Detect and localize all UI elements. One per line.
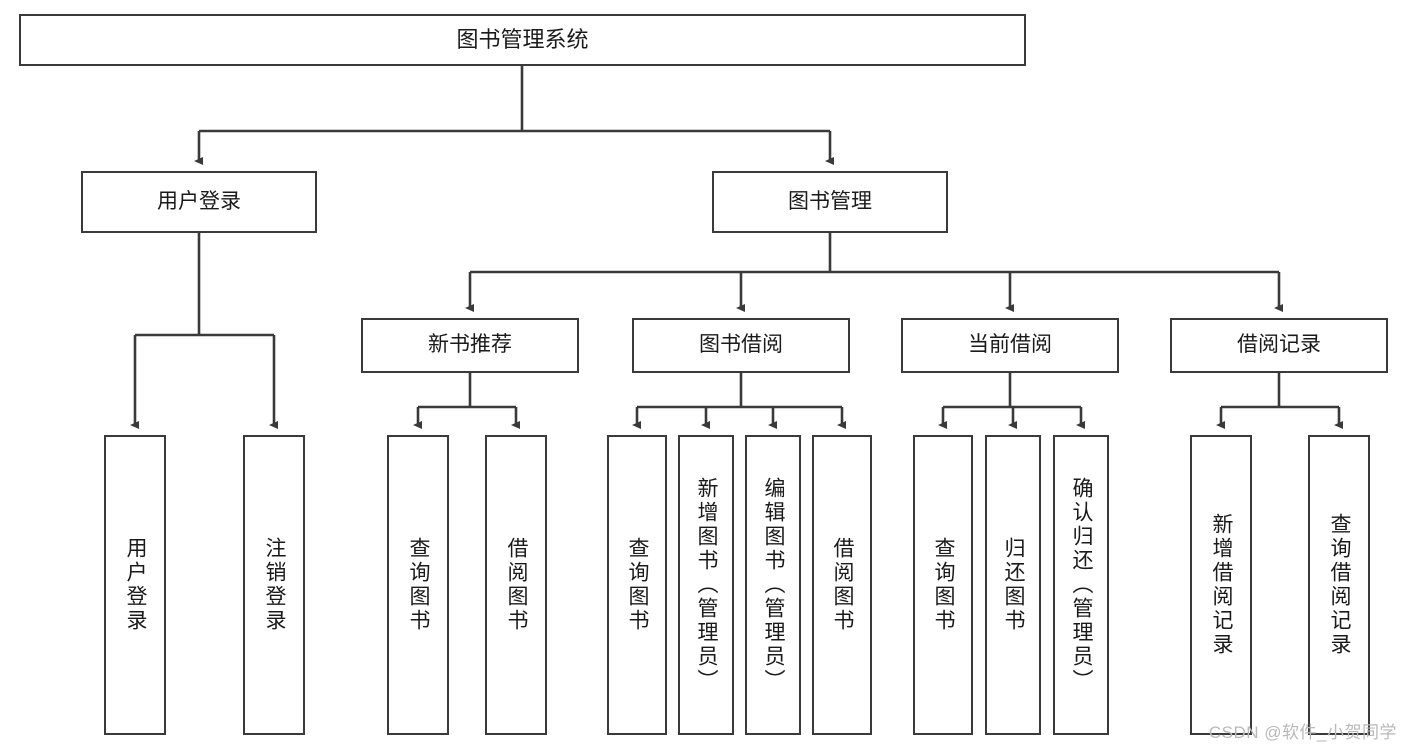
node-book-borrow-label: 图书借阅 xyxy=(699,333,783,357)
leaf-borrow-book[interactable]: 借阅图书 xyxy=(812,435,872,735)
leaf-return-book-label: 归还图书 xyxy=(1002,537,1026,633)
node-user-login-label: 用户登录 xyxy=(157,189,241,213)
node-current-borrow[interactable]: 当前借阅 xyxy=(901,318,1119,373)
csdn-watermark: CSDN @软件_小贺同学 xyxy=(1208,723,1397,742)
leaf-query-borrow-record[interactable]: 查询借阅记录 xyxy=(1308,435,1370,735)
node-new-book-recommend-label: 新书推荐 xyxy=(428,333,512,357)
leaf-add-borrow-record[interactable]: 新增借阅记录 xyxy=(1190,435,1252,735)
node-root[interactable]: 图书管理系统 xyxy=(19,14,1026,66)
leaf-edit-book-label: 编辑图书（管理员） xyxy=(762,477,786,693)
leaf-query-borrow-record-label: 查询借阅记录 xyxy=(1328,513,1352,657)
leaf-confirm-return-label: 确认归还（管理员） xyxy=(1070,477,1094,693)
node-current-borrow-label: 当前借阅 xyxy=(968,333,1052,357)
node-book-borrow[interactable]: 图书借阅 xyxy=(632,318,850,373)
leaf-add-borrow-record-label: 新增借阅记录 xyxy=(1210,513,1234,657)
leaf-edit-book[interactable]: 编辑图书（管理员） xyxy=(745,435,801,735)
leaf-query-book-current-label: 查询图书 xyxy=(932,537,956,633)
leaf-add-book[interactable]: 新增图书（管理员） xyxy=(678,435,734,735)
leaf-query-book-borrow-label: 查询图书 xyxy=(626,537,650,633)
leaf-query-book-borrow[interactable]: 查询图书 xyxy=(607,435,667,735)
leaf-logout-label: 注销登录 xyxy=(263,537,287,633)
leaf-user-login-label: 用户登录 xyxy=(124,537,148,633)
leaf-confirm-return[interactable]: 确认归还（管理员） xyxy=(1053,435,1109,735)
leaf-logout[interactable]: 注销登录 xyxy=(243,435,305,735)
node-book-manage-label: 图书管理 xyxy=(788,189,872,213)
leaf-return-book[interactable]: 归还图书 xyxy=(985,435,1041,735)
leaf-user-login[interactable]: 用户登录 xyxy=(104,435,166,735)
node-book-manage[interactable]: 图书管理 xyxy=(712,171,948,233)
node-new-book-recommend[interactable]: 新书推荐 xyxy=(361,318,579,373)
leaf-query-book-recommend-label: 查询图书 xyxy=(407,537,431,633)
leaf-query-book-recommend[interactable]: 查询图书 xyxy=(387,435,449,735)
node-borrow-record[interactable]: 借阅记录 xyxy=(1170,318,1388,373)
leaf-borrow-book-recommend[interactable]: 借阅图书 xyxy=(485,435,547,735)
leaf-add-book-label: 新增图书（管理员） xyxy=(695,477,719,693)
leaf-borrow-book-recommend-label: 借阅图书 xyxy=(505,537,529,633)
node-user-login[interactable]: 用户登录 xyxy=(81,171,317,233)
leaf-query-book-current[interactable]: 查询图书 xyxy=(913,435,973,735)
node-root-label: 图书管理系统 xyxy=(456,27,589,53)
node-borrow-record-label: 借阅记录 xyxy=(1237,333,1321,357)
leaf-borrow-book-label: 借阅图书 xyxy=(831,537,855,633)
